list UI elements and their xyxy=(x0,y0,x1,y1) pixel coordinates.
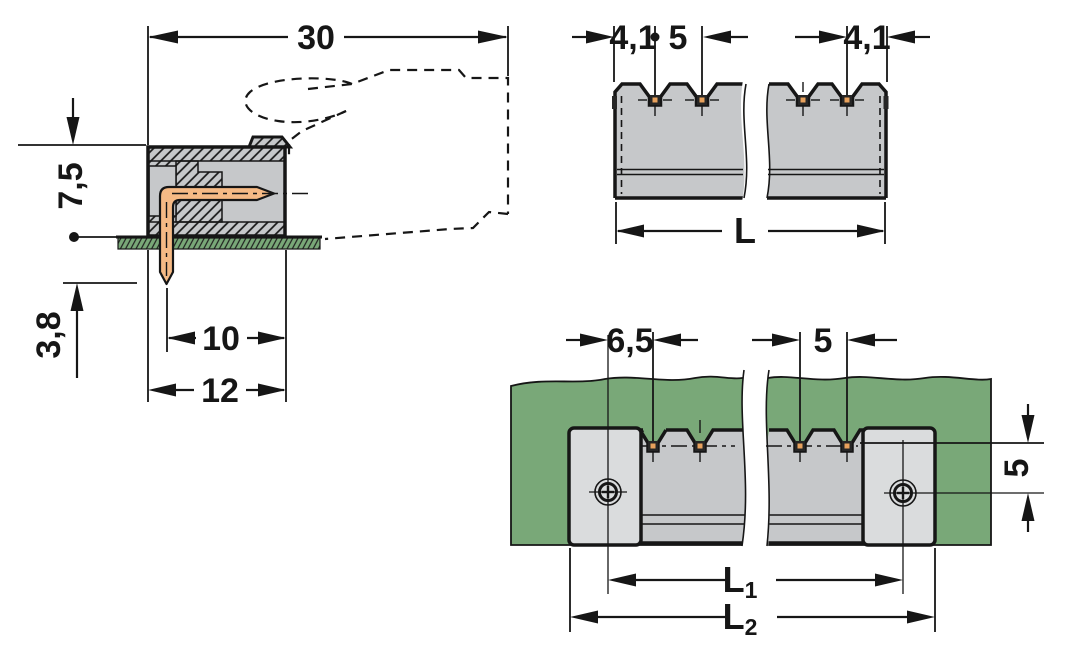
pin-contact xyxy=(842,441,852,462)
pin-contact xyxy=(638,95,672,116)
solder-pin xyxy=(158,185,308,286)
dim-12-label: 12 xyxy=(201,372,239,410)
dim-L: L xyxy=(615,202,886,251)
break-gap xyxy=(742,368,770,548)
pcb-section xyxy=(116,235,322,250)
pin-contact xyxy=(786,82,820,116)
pin-contact xyxy=(830,95,864,116)
dim-5-label: 5 xyxy=(669,19,688,57)
side-view: 30 7,5 3,8 10 xyxy=(18,19,510,410)
dim-7-5-label: 7,5 xyxy=(52,162,90,209)
left-edge-step xyxy=(612,96,617,109)
dim-12: 12 xyxy=(147,250,286,410)
front-pins xyxy=(638,82,864,116)
dim-3-8: 3,8 xyxy=(30,282,137,378)
dim-L1-label: L1 xyxy=(723,559,758,603)
dim-5-row-offset: 5 xyxy=(860,404,1044,532)
dim-5-pitch: 5 xyxy=(752,322,897,441)
dim-L-label: L xyxy=(734,210,756,251)
front-right-half xyxy=(766,82,889,200)
dim-10: 10 xyxy=(166,250,287,402)
mounting-view: 6,5 5 5 L1 xyxy=(510,322,1044,640)
top-wall-hatch xyxy=(148,147,285,161)
screw-left xyxy=(589,335,627,594)
pin-body xyxy=(158,185,276,286)
break-gap xyxy=(740,80,768,202)
dim-L2: L2 xyxy=(569,548,936,640)
dim-6-5: 6,5 xyxy=(566,322,698,441)
dim-4-1-and-5: 4,1 5 xyxy=(572,19,748,95)
pin-contact xyxy=(795,441,805,462)
pin-contact xyxy=(648,441,658,462)
dim-4-1-right: 4,1 xyxy=(795,19,930,95)
mating-plug-dashed-outline xyxy=(244,68,510,241)
dim-4-1-right-label: 4,1 xyxy=(843,19,890,57)
mounting-flange-left xyxy=(567,426,643,547)
dim-7-5: 7,5 xyxy=(18,98,146,242)
dim-5-pitch-label: 5 xyxy=(814,322,833,360)
bottom-wall-hatch xyxy=(148,222,285,236)
dim-30-label: 30 xyxy=(297,19,335,57)
screw-right xyxy=(884,440,1044,594)
housing-section xyxy=(146,135,294,238)
pin-contact xyxy=(695,420,705,462)
dim-4-1-label: 4,1 xyxy=(609,19,656,57)
front-view: 4,1 5 4,1 L xyxy=(572,19,930,251)
right-edge-step xyxy=(883,96,889,109)
mount-pins xyxy=(641,420,858,462)
pin-contact xyxy=(685,95,719,116)
dim-3-8-label: 3,8 xyxy=(30,311,68,358)
dim-L2-label: L2 xyxy=(723,596,758,640)
dim-5-row-offset-label: 5 xyxy=(998,459,1036,478)
dim-30: 30 xyxy=(147,19,509,145)
dim-10-label: 10 xyxy=(202,320,240,358)
dim-L1: L1 xyxy=(608,559,903,603)
front-left-half xyxy=(612,82,747,200)
dim-6-5-label: 6,5 xyxy=(606,322,653,360)
